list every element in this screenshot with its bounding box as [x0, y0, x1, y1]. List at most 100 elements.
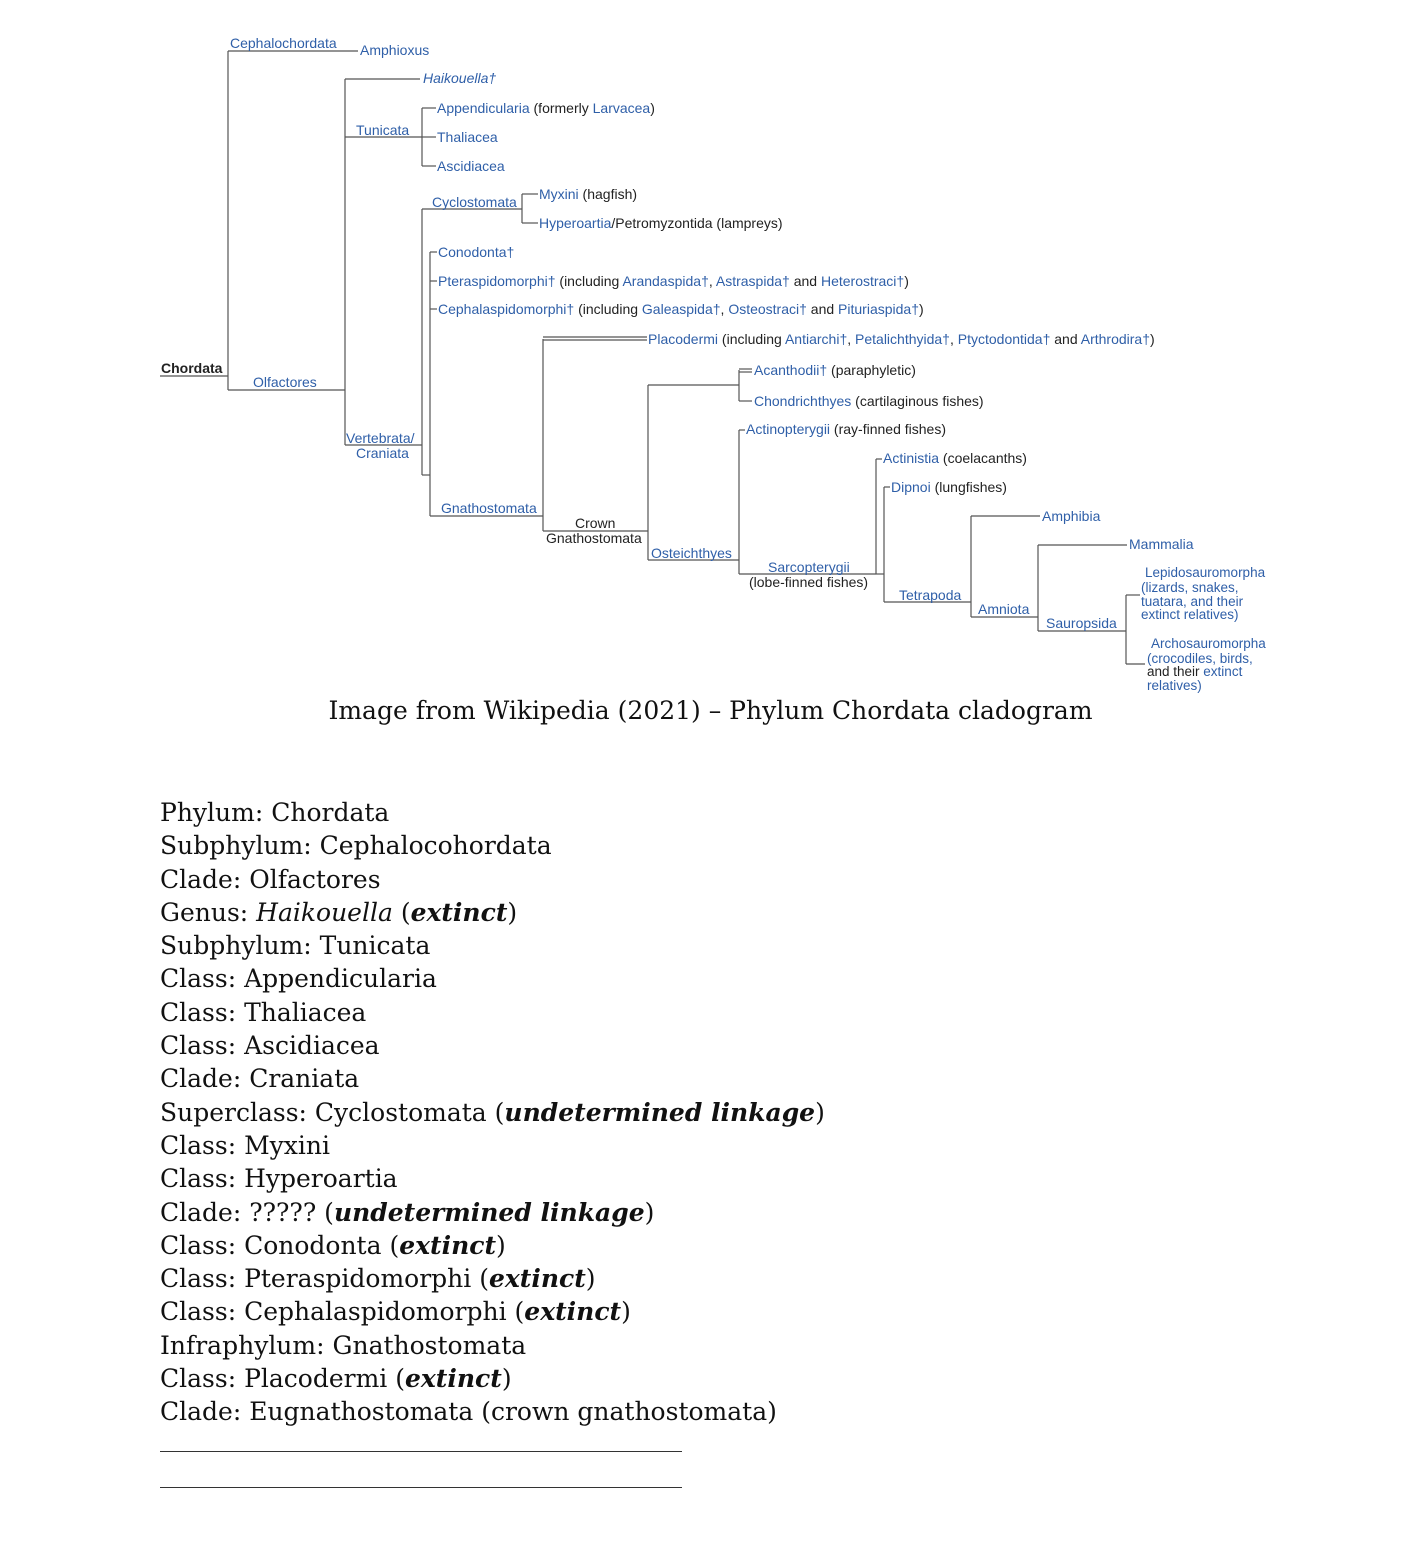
taxon-row: Clade: Eugnathostomata (crown gnathostom…: [160, 1395, 825, 1428]
label-pteraspidomorphi: Pteraspidomorphi† (including Arandaspida…: [438, 273, 909, 289]
taxon-row: Class: Ascidiacea: [160, 1029, 825, 1062]
taxon-note: undetermined linkage: [504, 1097, 816, 1127]
label-archo-line3: and their extinct: [1147, 664, 1243, 679]
taxon-name: Myxini: [244, 1130, 330, 1160]
taxon-rank: Class:: [160, 964, 245, 994]
label-haikouella: Haikouella†: [423, 70, 496, 86]
taxon-note: undetermined linkage: [333, 1197, 645, 1227]
label-amniota: Amniota: [978, 601, 1030, 617]
label-tunicata: Tunicata: [356, 122, 409, 138]
taxon-row: Subphylum: Tunicata: [160, 929, 825, 962]
taxon-row: Phylum: Chordata: [160, 796, 825, 829]
label-osteichthyes: Osteichthyes: [651, 545, 732, 561]
taxon-name: Conodonta: [244, 1230, 382, 1260]
taxon-row: Superclass: Cyclostomata (undetermined l…: [160, 1097, 825, 1127]
taxon-name: Tunicata: [319, 931, 431, 961]
taxon-row: Class: Conodonta (extinct): [160, 1230, 506, 1260]
label-vertebrata: Vertebrata/: [346, 430, 415, 446]
taxon-note: extinct: [405, 1364, 502, 1394]
label-archo-line4: relatives): [1147, 678, 1202, 693]
label-thaliacea: Thaliacea: [437, 129, 498, 145]
cladogram-lines: [160, 50, 1145, 665]
label-lepidosauromorpha: Lepidosauromorpha: [1145, 565, 1266, 580]
taxon-name: Thaliacea: [244, 997, 367, 1027]
taxon-name: Craniata: [249, 1064, 360, 1094]
taxon-row: Class: Hyperoartia: [160, 1162, 825, 1195]
taxon-name: Gnathostomata: [332, 1330, 527, 1360]
label-placodermi: Placodermi (including Antiarchi†, Petali…: [648, 331, 1155, 347]
taxon-row: Class: Cephalaspidomorphi (extinct): [160, 1297, 631, 1327]
taxon-note: extinct: [488, 1264, 586, 1294]
taxon-rank: Class:: [160, 1364, 245, 1394]
label-sarcopterygii: Sarcopterygii: [768, 559, 850, 575]
label-olfactores: Olfactores: [253, 374, 317, 390]
taxon-row: Class: Appendicularia: [160, 962, 825, 995]
label-acanthodii: Acanthodii† (paraphyletic): [754, 362, 916, 378]
label-conodonta: Conodonta†: [438, 244, 514, 260]
taxon-rank: Clade:: [160, 1397, 250, 1427]
taxon-note: extinct: [399, 1230, 497, 1260]
taxon-rank: Class:: [160, 1297, 245, 1327]
label-lepido-line4: extinct relatives): [1141, 607, 1239, 622]
taxon-name: Ascidiacea: [244, 1031, 380, 1061]
taxon-rank: Subphylum:: [160, 831, 320, 861]
taxon-row: Class: Myxini: [160, 1129, 825, 1162]
taxon-row: Clade: Olfactores: [160, 863, 825, 896]
taxon-rank: Subphylum:: [160, 931, 320, 961]
taxon-rank: Clade:: [160, 1197, 250, 1227]
taxon-rank: Infraphylum:: [160, 1330, 333, 1360]
taxon-rank: Class:: [160, 1031, 245, 1061]
taxon-row: Subphylum: Cephalocohordata: [160, 829, 825, 862]
taxon-rank: Class:: [160, 997, 245, 1027]
figure-caption: Image from Wikipedia (2021) – Phylum Cho…: [328, 696, 1093, 725]
label-gnathostomata: Gnathostomata: [441, 500, 537, 516]
taxon-rank: Clade:: [160, 1064, 250, 1094]
blank-answer-line: [160, 1451, 682, 1452]
label-amphibia: Amphibia: [1042, 508, 1101, 524]
taxon-rank: Clade:: [160, 864, 250, 894]
taxon-name: Placodermi: [244, 1364, 388, 1394]
taxon-note: extinct: [524, 1297, 622, 1327]
taxon-name: ?????: [249, 1197, 317, 1227]
cladogram: Cephalochordata Amphioxus Chordata Olfac…: [160, 35, 1266, 693]
label-archosauromorpha: Archosauromorpha: [1151, 636, 1266, 651]
label-lepido-line2: (lizards, snakes,: [1141, 580, 1239, 595]
label-archo-line2: (crocodiles, birds,: [1147, 651, 1253, 666]
taxon-rank: Superclass:: [160, 1097, 315, 1127]
label-crown-gnathostomata: Gnathostomata: [546, 530, 642, 546]
taxon-name: Pteraspidomorphi: [244, 1264, 472, 1294]
label-mammalia: Mammalia: [1129, 536, 1194, 552]
label-chondrichthyes: Chondrichthyes (cartilaginous fishes): [754, 393, 984, 409]
taxon-row: Class: Pteraspidomorphi (extinct): [160, 1264, 596, 1294]
label-ascidiacea: Ascidiacea: [437, 158, 505, 174]
taxon-name: Cephalocohordata: [319, 831, 552, 861]
taxon-rank: Phylum:: [160, 798, 272, 827]
taxon-rank: Class:: [160, 1264, 245, 1294]
label-actinopterygii: Actinopterygii (ray-finned fishes): [746, 421, 946, 437]
label-cephalochordata: Cephalochordata: [230, 35, 337, 51]
label-myxini: Myxini (hagfish): [539, 186, 637, 202]
taxon-row: Genus: Haikouella (extinct): [160, 897, 518, 927]
label-lepido-line3: tuatara, and their: [1141, 594, 1244, 609]
taxon-name: Hyperoartia: [244, 1164, 398, 1194]
taxon-name: Chordata: [271, 798, 390, 827]
label-craniata: Craniata: [356, 445, 409, 461]
blank-answer-line: [160, 1487, 682, 1488]
taxon-name: Appendicularia: [244, 964, 437, 994]
taxon-rank: Genus:: [160, 897, 257, 927]
taxon-row: Clade: Craniata: [160, 1062, 825, 1095]
label-lobe-finned: (lobe-finned fishes): [749, 574, 868, 590]
taxon-row: Class: Thaliacea: [160, 996, 825, 1029]
taxon-rank: Class:: [160, 1164, 245, 1194]
label-chordata: Chordata: [161, 360, 223, 376]
label-hyperoartia: Hyperoartia/Petromyzontida (lampreys): [539, 215, 783, 231]
taxon-row: Clade: ????? (undetermined linkage): [160, 1197, 655, 1227]
label-tetrapoda: Tetrapoda: [899, 587, 961, 603]
label-cyclostomata: Cyclostomata: [432, 194, 517, 210]
taxon-name: Eugnathostomata (crown gnathostomata): [249, 1397, 777, 1427]
taxon-note: extinct: [410, 897, 508, 927]
label-amphioxus: Amphioxus: [360, 42, 429, 58]
taxon-name: Cyclostomata: [314, 1097, 487, 1127]
taxon-rank: Class:: [160, 1130, 245, 1160]
